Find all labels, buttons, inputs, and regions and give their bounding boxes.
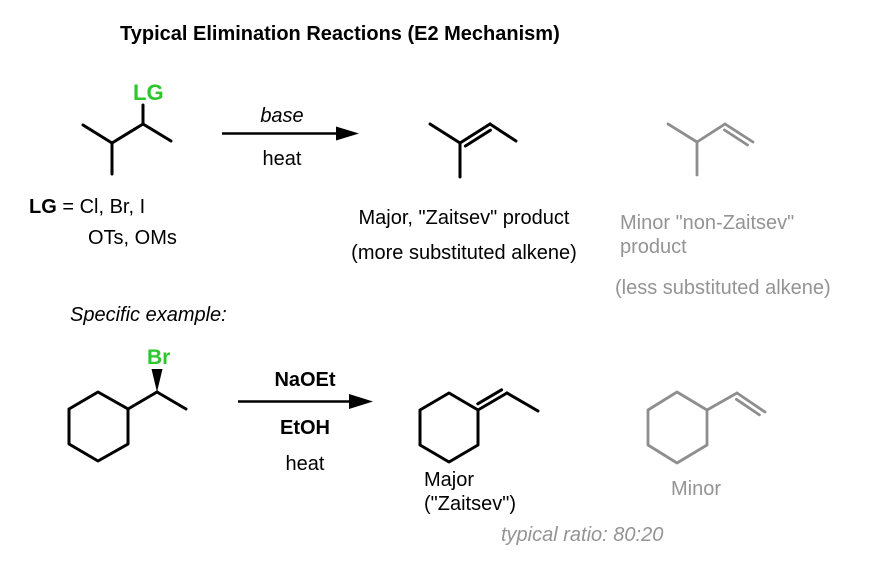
bond (505, 391, 540, 413)
cyclohexane-ring (67, 390, 130, 463)
arrow2-condition-label: heat (285, 453, 325, 475)
double-bond-line (476, 388, 504, 406)
bond (110, 122, 145, 145)
lg-definition-line2: OTs, OMs (88, 227, 177, 249)
double-bond-line (458, 122, 492, 145)
minor1-label-line2: (less substituted alkene) (615, 277, 831, 299)
cyclohexane-ring (646, 390, 709, 465)
major2-label-line1: Major (424, 469, 475, 491)
lg-definition-line1: LG = Cl, Br, I (29, 195, 145, 219)
bond (488, 122, 518, 143)
reactant1-structure (81, 103, 173, 176)
bond (695, 122, 727, 144)
product1-major-structure (428, 122, 518, 179)
arrowhead (336, 126, 359, 141)
arrowhead (349, 394, 373, 409)
bond (155, 390, 188, 411)
major1-label-line1: Major, "Zaitsev" product (358, 207, 570, 229)
reaction2-arrow (238, 394, 373, 409)
double-bond-line (463, 128, 492, 148)
arrow1-top-text: base (260, 105, 304, 127)
product2-major-structure (418, 388, 540, 464)
double-bond-line (735, 391, 767, 414)
minor2-label: Minor (671, 478, 722, 500)
wedge-bond (151, 369, 163, 392)
bond (705, 391, 739, 412)
major2-label-line2: ("Zaitsev") (424, 493, 516, 515)
double-bond-line (723, 128, 749, 147)
minor1-label-line1: Minor "non-Zaitsev" product (620, 212, 795, 258)
diagram-title: Typical Elimination Reactions (E2 Mechan… (120, 23, 560, 45)
arrow1-bottom-text: heat (262, 148, 302, 170)
reaction1-arrow (222, 126, 359, 141)
arrow1-condition-label: heat (222, 147, 342, 171)
leaving-group-label: LG (133, 80, 164, 105)
product1-minor-structure (666, 122, 755, 177)
arrow1-reagent-label: base (222, 104, 342, 128)
double-bond-line (476, 391, 509, 412)
bond (428, 122, 462, 145)
arrow2-solvent-label: EtOH (280, 417, 330, 439)
bond (126, 390, 159, 411)
ratio-note: typical ratio: 80:20 (501, 524, 664, 546)
product2-minor-structure (646, 390, 767, 465)
reactant2-structure (67, 369, 188, 463)
lg-definition-values: = Cl, Br, I (56, 196, 146, 218)
specific-example-heading: Specific example: (70, 304, 227, 326)
arrow2-reagent-label: NaOEt (274, 369, 336, 391)
double-bond-line (735, 397, 761, 417)
cyclohexane-ring (418, 391, 480, 464)
lg-definition-lg: LG (29, 196, 57, 218)
bromine-label: Br (147, 346, 171, 369)
double-bond-line (723, 122, 755, 144)
bond (81, 123, 114, 145)
major1-label-line2: (more substituted alkene) (351, 242, 577, 264)
bond (141, 122, 173, 143)
bond (666, 122, 699, 144)
